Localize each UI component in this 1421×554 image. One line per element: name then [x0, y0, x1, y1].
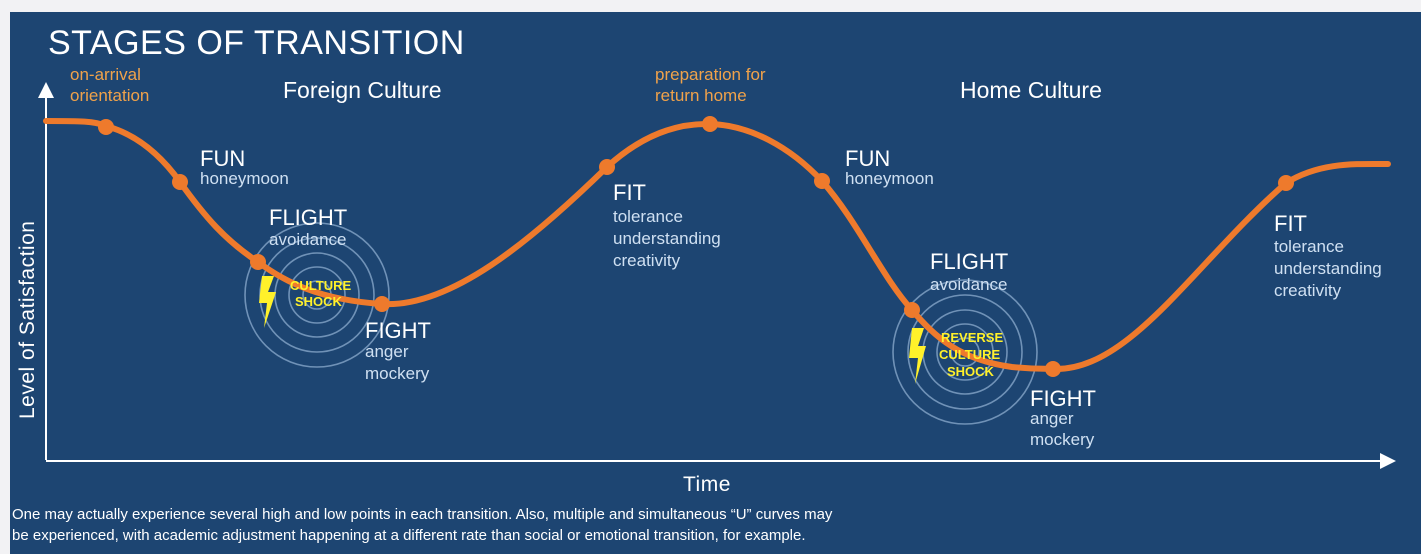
curve-points: [98, 116, 1294, 377]
stage-fit-home: FIT tolerance understanding creativity: [1274, 211, 1382, 300]
svg-text:FIGHT: FIGHT: [1030, 386, 1096, 411]
point-flight-home: [904, 302, 920, 318]
svg-text:FLIGHT: FLIGHT: [269, 205, 347, 230]
svg-text:CULTURE: CULTURE: [290, 278, 351, 293]
point-fun-foreign: [172, 174, 188, 190]
point-flight-foreign: [250, 254, 266, 270]
point-fight-home: [1045, 361, 1061, 377]
y-axis-label: Level of Satisfaction: [16, 221, 39, 419]
svg-text:creativity: creativity: [1274, 281, 1342, 300]
svg-text:CULTURE: CULTURE: [939, 347, 1000, 362]
svg-text:One may actually experience se: One may actually experience several high…: [12, 506, 833, 523]
svg-text:preparation for: preparation for: [655, 65, 766, 84]
svg-text:SHOCK: SHOCK: [295, 294, 343, 309]
stage-flight-home: FLIGHT avoidance: [930, 249, 1008, 294]
point-preparation: [702, 116, 718, 132]
culture-label-home: Home Culture: [960, 77, 1102, 103]
svg-text:FIT: FIT: [1274, 211, 1307, 236]
svg-text:understanding: understanding: [1274, 259, 1382, 278]
svg-text:anger: anger: [1030, 409, 1074, 428]
svg-text:mockery: mockery: [365, 364, 430, 383]
stage-fun-home: FUN honeymoon: [845, 146, 934, 188]
point-on-arrival: [98, 119, 114, 135]
svg-text:avoidance: avoidance: [930, 275, 1008, 294]
stage-fight-foreign: FIGHT anger mockery: [365, 318, 431, 383]
svg-text:tolerance: tolerance: [1274, 237, 1344, 256]
svg-text:creativity: creativity: [613, 251, 681, 270]
lightning-bolt-icon: [259, 276, 276, 328]
svg-text:SHOCK: SHOCK: [947, 364, 995, 379]
svg-text:FUN: FUN: [845, 146, 890, 171]
lightning-bolt-icon: [909, 328, 926, 384]
svg-text:anger: anger: [365, 342, 409, 361]
svg-text:return home: return home: [655, 86, 747, 105]
svg-text:FUN: FUN: [200, 146, 245, 171]
svg-text:REVERSE: REVERSE: [941, 330, 1003, 345]
diagram-panel: STAGES OF TRANSITION Level of Satisfacti…: [10, 12, 1421, 554]
reverse-culture-shock-rings: [892, 279, 1038, 425]
point-fun-home: [814, 173, 830, 189]
diagram-title: STAGES OF TRANSITION: [48, 24, 465, 62]
svg-text:FIT: FIT: [613, 180, 646, 205]
svg-text:understanding: understanding: [613, 229, 721, 248]
note-on-arrival: on-arrival orientation: [70, 65, 149, 105]
stage-fun-foreign: FUN honeymoon: [200, 146, 289, 188]
reverse-culture-shock-label: REVERSE CULTURE SHOCK: [909, 328, 1003, 384]
culture-shock-label: CULTURE SHOCK: [259, 276, 351, 328]
svg-text:tolerance: tolerance: [613, 207, 683, 226]
stage-fight-home: FIGHT anger mockery: [1030, 386, 1096, 449]
culture-label-foreign: Foreign Culture: [283, 77, 442, 103]
point-fit-home: [1278, 175, 1294, 191]
transition-diagram: STAGES OF TRANSITION Level of Satisfacti…: [12, 24, 1396, 544]
footnote: One may actually experience several high…: [12, 506, 833, 544]
svg-text:FIGHT: FIGHT: [365, 318, 431, 343]
x-axis-label: Time: [683, 473, 731, 496]
svg-text:mockery: mockery: [1030, 430, 1095, 449]
svg-text:FLIGHT: FLIGHT: [930, 249, 1008, 274]
point-fight-foreign: [374, 296, 390, 312]
note-preparation-return: preparation for return home: [655, 65, 766, 105]
svg-text:honeymoon: honeymoon: [200, 169, 289, 188]
svg-text:orientation: orientation: [70, 86, 149, 105]
point-fit-foreign: [599, 159, 615, 175]
svg-text:avoidance: avoidance: [269, 230, 347, 249]
svg-text:honeymoon: honeymoon: [845, 169, 934, 188]
stage-fit-foreign: FIT tolerance understanding creativity: [613, 180, 721, 270]
svg-text:on-arrival: on-arrival: [70, 65, 141, 84]
svg-text:be experienced, with academic: be experienced, with academic adjustment…: [12, 527, 806, 544]
stage-flight-foreign: FLIGHT avoidance: [269, 205, 347, 249]
satisfaction-curve: [43, 118, 1391, 373]
